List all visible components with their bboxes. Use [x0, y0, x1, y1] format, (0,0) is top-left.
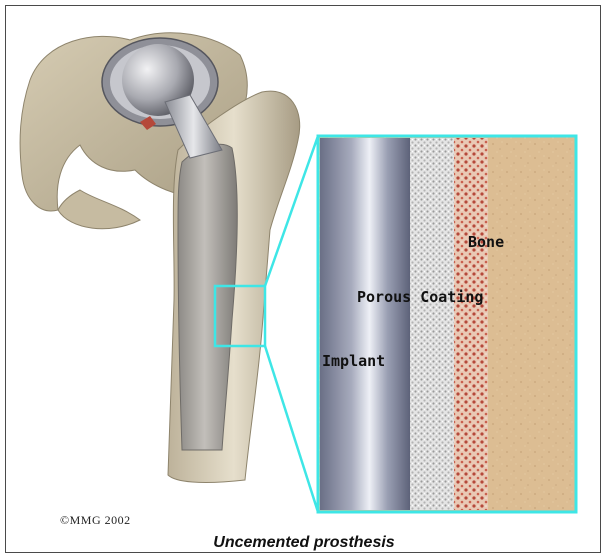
porous-coating-layer: [410, 138, 454, 510]
copyright-notice: ©MMG 2002: [60, 513, 131, 528]
callout-connector-bottom: [265, 346, 318, 512]
bone-interface-layer: [454, 138, 488, 510]
implant-layer: [320, 138, 410, 510]
magnified-inset: [318, 136, 576, 512]
implant-label: Implant: [322, 352, 385, 370]
bone-layer: [488, 138, 574, 510]
bone-label: Bone: [468, 233, 504, 251]
porous-coating-label: Porous Coating: [357, 288, 483, 306]
figure-caption: Uncemented prosthesis: [0, 534, 608, 552]
